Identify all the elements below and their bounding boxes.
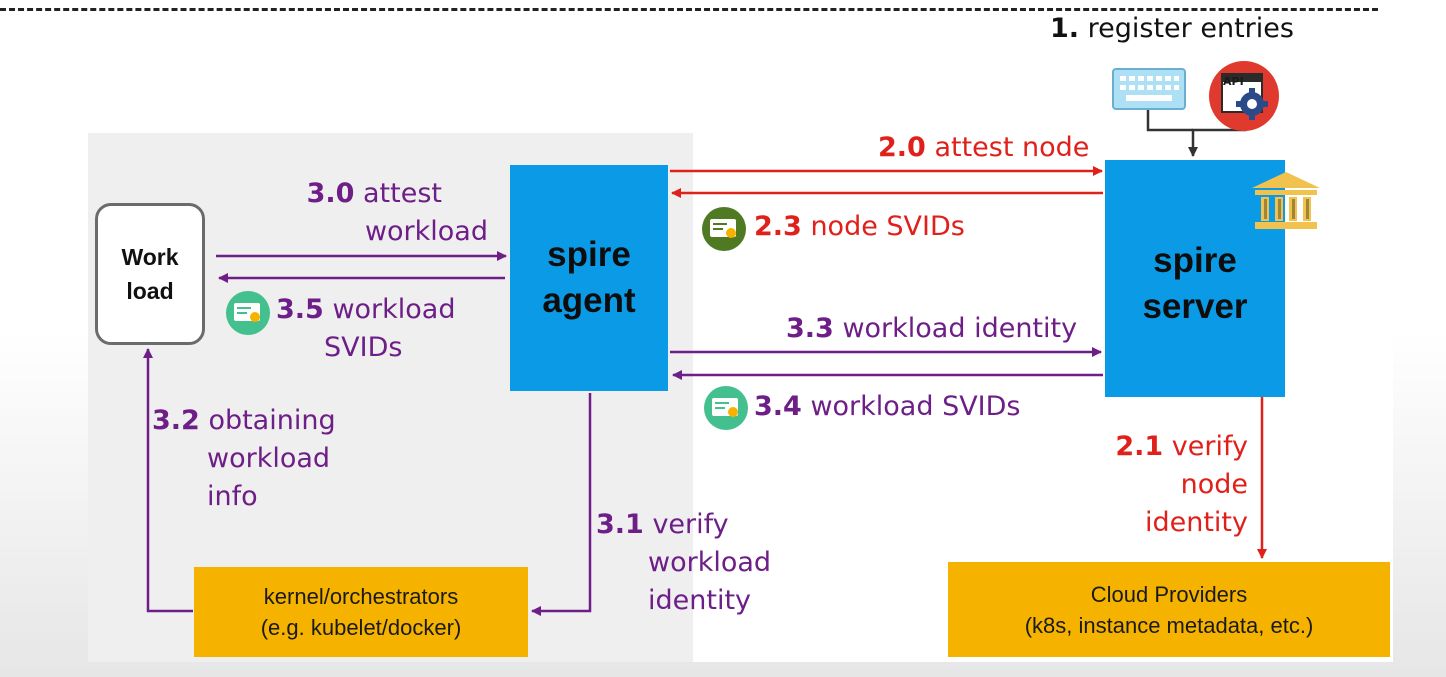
label-workload-svids-to-agent: 3.4 workload SVIDs	[754, 388, 1021, 426]
step-2-3-num: 2.3	[754, 211, 802, 242]
workload-line1: Work	[121, 244, 179, 270]
step-3-1-line2: workload	[648, 547, 772, 578]
cloud-providers-box[interactable]: Cloud Providers (k8s, instance metadata,…	[948, 562, 1390, 657]
api-gear-icon	[1209, 61, 1279, 131]
certificate-icon-workload-svids-server	[704, 386, 748, 430]
kernel-line2: (e.g. kubelet/docker)	[260, 615, 462, 640]
agent-line1: spire	[547, 235, 631, 274]
step-3-3-num: 3.3	[786, 313, 834, 344]
label-workload-identity: 3.3 workload identity	[786, 310, 1077, 348]
step-3-0-num: 3.0	[306, 178, 355, 209]
server-line2: server	[1142, 286, 1248, 326]
step-3-1-num: 3.1	[596, 509, 644, 540]
api-badge-text: API	[1223, 75, 1244, 88]
step-3-0-line2: workload	[364, 216, 488, 247]
step-3-4-num: 3.4	[754, 391, 802, 422]
spire-agent-box[interactable]: spire agent	[510, 165, 668, 391]
kernel-line1: kernel/orchestrators	[263, 584, 459, 609]
workload-line2: load	[126, 278, 174, 304]
keyboard-icon	[1112, 68, 1186, 110]
label-workload-svids-to-workload: 3.5 workload SVIDs	[276, 291, 455, 367]
step-3-2-num: 3.2	[152, 405, 200, 436]
step-3-5-line1: workload	[332, 294, 456, 325]
step-2-0-text: attest node	[934, 132, 1090, 163]
connector-keyboard	[1146, 108, 1193, 132]
step-3-4-text: workload SVIDs	[810, 391, 1021, 422]
server-line1: spire	[1153, 240, 1237, 280]
arrow-verify-workload	[531, 393, 592, 616]
label-verify-workload-identity: 3.1 verify workload identity	[596, 506, 771, 620]
certificate-icon-workload-svids	[226, 291, 270, 335]
step-3-1-line3: identity	[648, 585, 752, 616]
step-1-num: 1.	[1050, 13, 1080, 44]
step-3-2-line3: info	[207, 481, 258, 512]
top-dashed-divider	[0, 8, 1378, 11]
arrow-obtaining-info	[143, 348, 193, 613]
label-attest-workload: 3.0 attest workload	[280, 175, 488, 251]
label-register-entries: 1. register entries	[1050, 10, 1294, 48]
agent-line2: agent	[542, 281, 636, 320]
cloud-line1: Cloud Providers	[1090, 581, 1248, 607]
kernel-orchestrators-box[interactable]: kernel/orchestrators (e.g. kubelet/docke…	[194, 567, 528, 657]
step-2-1-line3: identity	[1144, 507, 1248, 538]
step-3-2-line2: workload	[207, 443, 331, 474]
step-1-text: register entries	[1087, 13, 1294, 44]
step-3-1-line1: verify	[652, 509, 729, 540]
bank-icon	[1252, 172, 1320, 229]
step-2-1-num: 2.1	[1115, 431, 1164, 462]
step-2-1-line2: node	[1180, 469, 1248, 500]
step-3-0-line1: attest	[363, 178, 442, 209]
step-3-5-line2: SVIDs	[324, 332, 403, 363]
cloud-line2: (k8s, instance metadata, etc.)	[1024, 612, 1314, 638]
label-attest-node: 2.0 attest node	[878, 129, 1089, 167]
label-verify-node-identity: 2.1 verify node identity	[1090, 428, 1248, 542]
step-2-3-text: node SVIDs	[810, 211, 965, 242]
step-2-0-num: 2.0	[878, 132, 926, 163]
spire-server-box[interactable]: spire server	[1105, 160, 1285, 397]
label-node-svids: 2.3 node SVIDs	[754, 208, 965, 246]
step-3-3-text: workload identity	[842, 313, 1078, 344]
step-2-1-line1: verify	[1171, 431, 1248, 462]
step-3-5-num: 3.5	[276, 294, 324, 325]
workload-box[interactable]: Work load	[95, 203, 205, 345]
label-obtaining-workload-info: 3.2 obtaining workload info	[152, 402, 336, 516]
step-3-2-line1: obtaining	[208, 405, 336, 436]
certificate-icon-node-svids	[702, 207, 746, 251]
